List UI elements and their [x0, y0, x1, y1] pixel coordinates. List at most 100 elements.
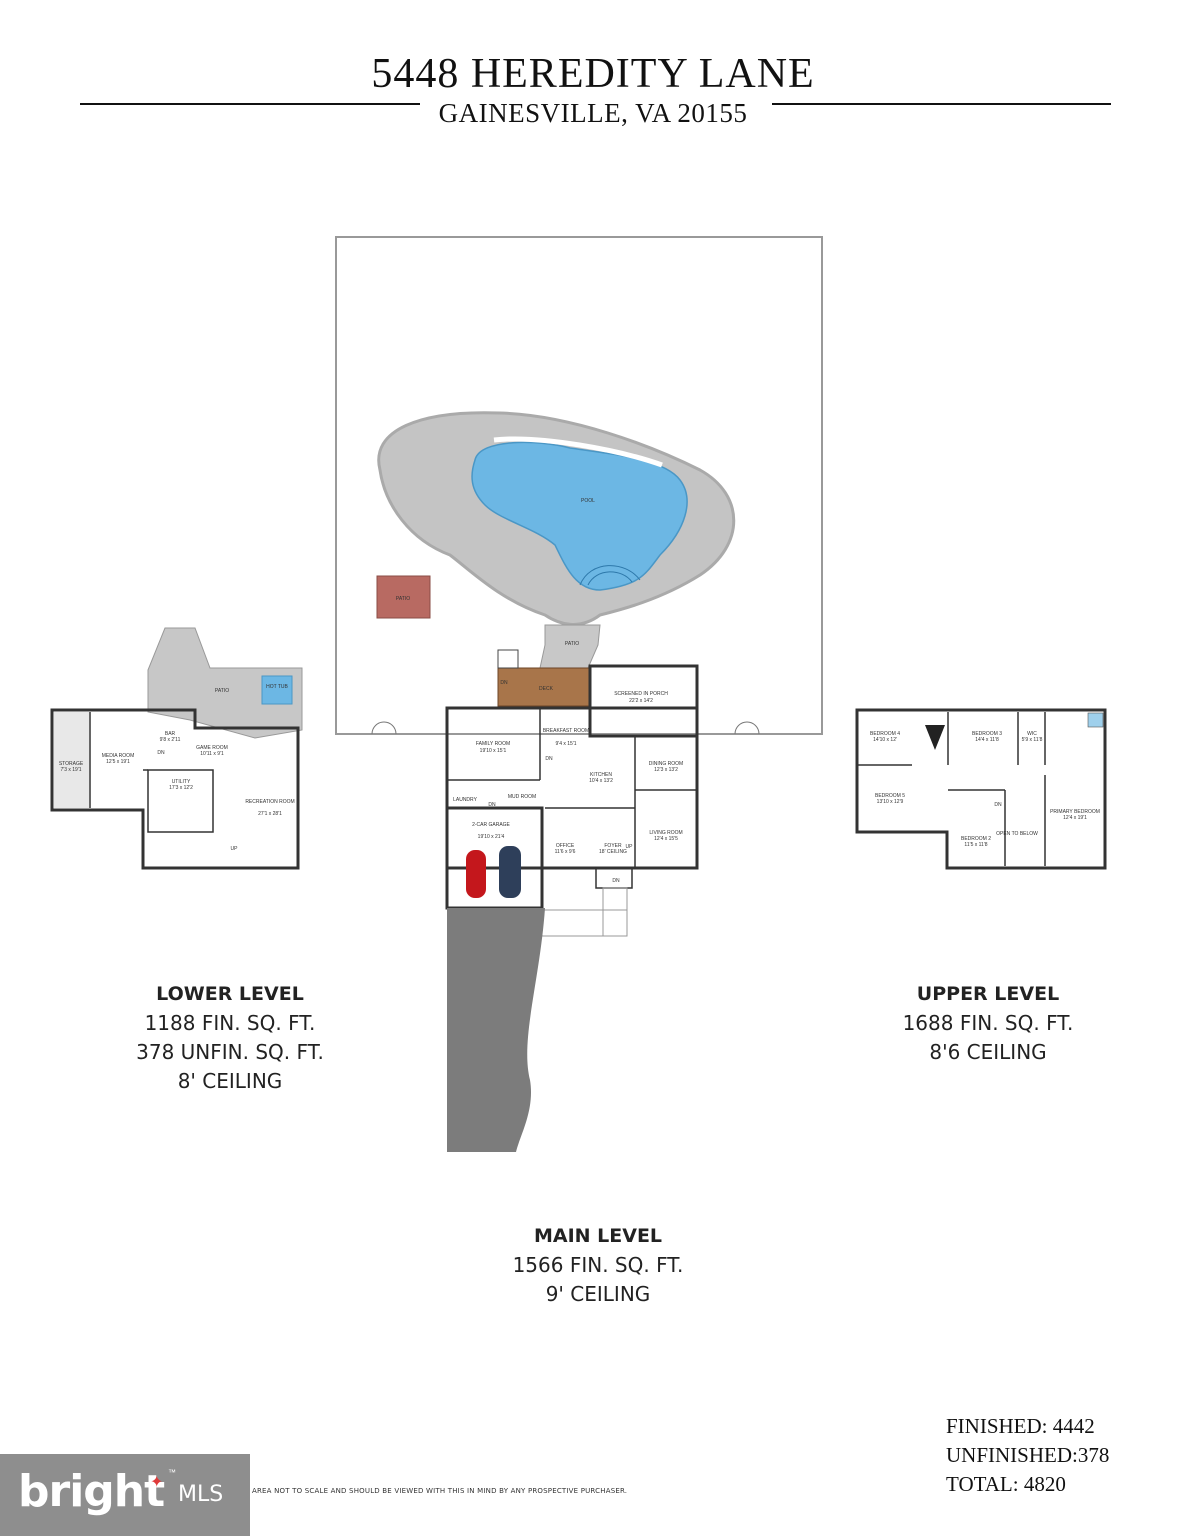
deck-patio-label: PATIO: [565, 641, 579, 647]
front-stoop-down: DN: [612, 878, 620, 884]
media-room-label: MEDIA ROOM: [102, 753, 135, 759]
storage-room-hatch: [54, 712, 89, 808]
dining-room-dim: 12'3 x 13'2: [654, 767, 678, 773]
wic-dim: 5'9 x 11'8: [1022, 737, 1043, 743]
lower-patio-label: PATIO: [215, 688, 229, 694]
screened-porch-dim: 22'2 x 14'2: [629, 698, 653, 704]
primary-bedroom-dim: 12'4 x 19'1: [1063, 815, 1087, 821]
upper-bath-tub: [1087, 712, 1104, 728]
lower-level-ceiling: 8' CEILING: [177, 1069, 283, 1093]
lower-stairs-down: DN: [157, 750, 165, 756]
bedroom5-dim: 13'10 x 12'9: [877, 799, 904, 805]
main-level-finished: 1566 FIN. SQ. FT.: [512, 1253, 684, 1277]
lower-level-title: LOWER LEVEL: [156, 983, 304, 1005]
upper-level-finished: 1688 FIN. SQ. FT.: [902, 1011, 1074, 1035]
laundry-stairs-down: DN: [488, 802, 496, 808]
bar-dim: 9'8 x 2'11: [160, 737, 181, 743]
family-room-label: FAMILY ROOM: [476, 741, 510, 747]
pool-steps: [579, 565, 641, 586]
upper-closet-fill: [925, 725, 945, 750]
garage-dim: 19'10 x 21'4: [478, 834, 505, 840]
yard-boundary: [335, 236, 823, 735]
deck-stairs-down: DN: [500, 680, 508, 686]
upper-stairs-down: DN: [994, 802, 1002, 808]
deck: [497, 667, 591, 707]
logo-star-icon: ✦: [150, 1474, 164, 1491]
living-room-label: LIVING ROOM: [649, 830, 682, 836]
screened-porch-label: SCREENED IN PORCH: [614, 691, 668, 697]
bright-mls-logo: bright ✦ ™ MLS: [0, 1454, 250, 1536]
family-room-dim: 19'10 x 15'1: [480, 748, 507, 754]
deck-label: DECK: [539, 686, 554, 692]
main-level-title: MAIN LEVEL: [533, 1225, 663, 1247]
dining-room-label: DINING ROOM: [649, 761, 683, 767]
kitchen-label: KITCHEN: [590, 772, 612, 778]
open-to-below-label: OPEN TO BELOW: [996, 831, 1038, 837]
total-sqft: TOTAL: 4820: [946, 1472, 1066, 1496]
mud-room-label: MUD ROOM: [508, 794, 536, 800]
property-city-subtitle: GAINESVILLE, VA 20155: [0, 98, 1186, 129]
utility-dim: 17'3 x 12'2: [169, 785, 193, 791]
hot-tub: [261, 675, 293, 705]
upper-level-summary: UPPER LEVEL 1688 FIN. SQ. FT. 8'6 CEILIN…: [868, 980, 1108, 1067]
driveway: [447, 908, 545, 1152]
bedroom3-dim: 14'4 x 11'8: [975, 737, 999, 743]
storage-label: STORAGE: [59, 761, 84, 767]
logo-mls-text: MLS: [178, 1482, 224, 1507]
pool-label: POOL: [581, 498, 595, 504]
bedroom4-label: BEDROOM 4: [870, 731, 900, 737]
title-rule-left: [80, 103, 420, 105]
office-label: OFFICE: [556, 843, 575, 849]
breakfast-room-dim: 9'4 x 15'1: [555, 741, 576, 747]
logo-wordmark: bright: [18, 1466, 165, 1517]
lower-level-finished: 1188 FIN. SQ. FT.: [144, 1011, 316, 1035]
yard-patio: [376, 575, 431, 619]
total-finished: FINISHED: 4442: [946, 1414, 1095, 1438]
main-level-ceiling: 9' CEILING: [545, 1282, 651, 1306]
title-rule-right: [772, 103, 1111, 105]
storage-dim: 7'3 x 19'1: [60, 767, 81, 773]
lower-level-unfinished: 378 UNFIN. SQ. FT.: [136, 1040, 324, 1064]
garage-label: 2-CAR GARAGE: [472, 822, 510, 828]
yard-patio-label: PATIO: [396, 596, 410, 602]
game-room-label: GAME ROOM: [196, 745, 228, 751]
side-walkway: [541, 909, 628, 937]
kitchen-dim: 10'4 x 13'2: [589, 778, 613, 784]
upper-level-ceiling: 8'6 CEILING: [929, 1040, 1047, 1064]
bedroom4-dim: 14'10 x 12': [873, 737, 897, 743]
laundry-label: LAUNDRY: [453, 797, 477, 803]
foyer-stairs-up: UP: [626, 844, 634, 850]
breakfast-room-label: BREAKFAST ROOM: [543, 728, 589, 734]
recreation-room-dim: 27'1 x 28'1: [258, 811, 282, 817]
main-stairs-down: DN: [545, 756, 553, 762]
upper-level-title: UPPER LEVEL: [916, 983, 1060, 1005]
pool-water: [471, 441, 688, 591]
bar-label: BAR: [165, 731, 176, 737]
trademark-icon: ™: [168, 1468, 176, 1477]
total-unfinished: UNFINISHED:378: [946, 1443, 1110, 1467]
front-walkway: [602, 887, 628, 937]
living-room-dim: 12'4 x 15'5: [654, 836, 678, 842]
main-level-summary: MAIN LEVEL 1566 FIN. SQ. FT. 9' CEILING: [478, 1222, 718, 1309]
game-room-dim: 10'11 x 9'1: [200, 751, 224, 757]
bedroom3-label: BEDROOM 3: [972, 731, 1002, 737]
recreation-room-label: RECREATION ROOM: [245, 799, 294, 805]
utility-label: UTILITY: [172, 779, 191, 785]
office-dim: 11'6 x 9'6: [555, 849, 576, 855]
red-car-icon: [466, 850, 486, 898]
yard-gate-left: [371, 721, 397, 735]
foyer-label: FOYER: [604, 843, 622, 849]
bedroom2-dim: 11'5 x 11'8: [964, 842, 987, 848]
primary-bedroom-label: PRIMARY BEDROOM: [1050, 809, 1100, 815]
deck-stairs: [497, 649, 519, 669]
property-address-title: 5448 HEREDITY LANE: [371, 51, 815, 97]
hot-tub-label: HOT TUB: [266, 684, 288, 690]
foyer-ceiling: 18' CEILING: [599, 849, 627, 855]
lower-level-summary: LOWER LEVEL 1188 FIN. SQ. FT. 378 UNFIN.…: [110, 980, 350, 1096]
square-footage-totals: FINISHED: 4442 UNFINISHED:378 TOTAL: 482…: [946, 1412, 1109, 1499]
lower-stairs-up: UP: [231, 846, 239, 852]
main-level-plan: [445, 664, 699, 910]
yard-gate-right: [734, 721, 760, 735]
upper-level-plan: [855, 708, 1107, 870]
wic-label: WIC: [1027, 731, 1037, 737]
